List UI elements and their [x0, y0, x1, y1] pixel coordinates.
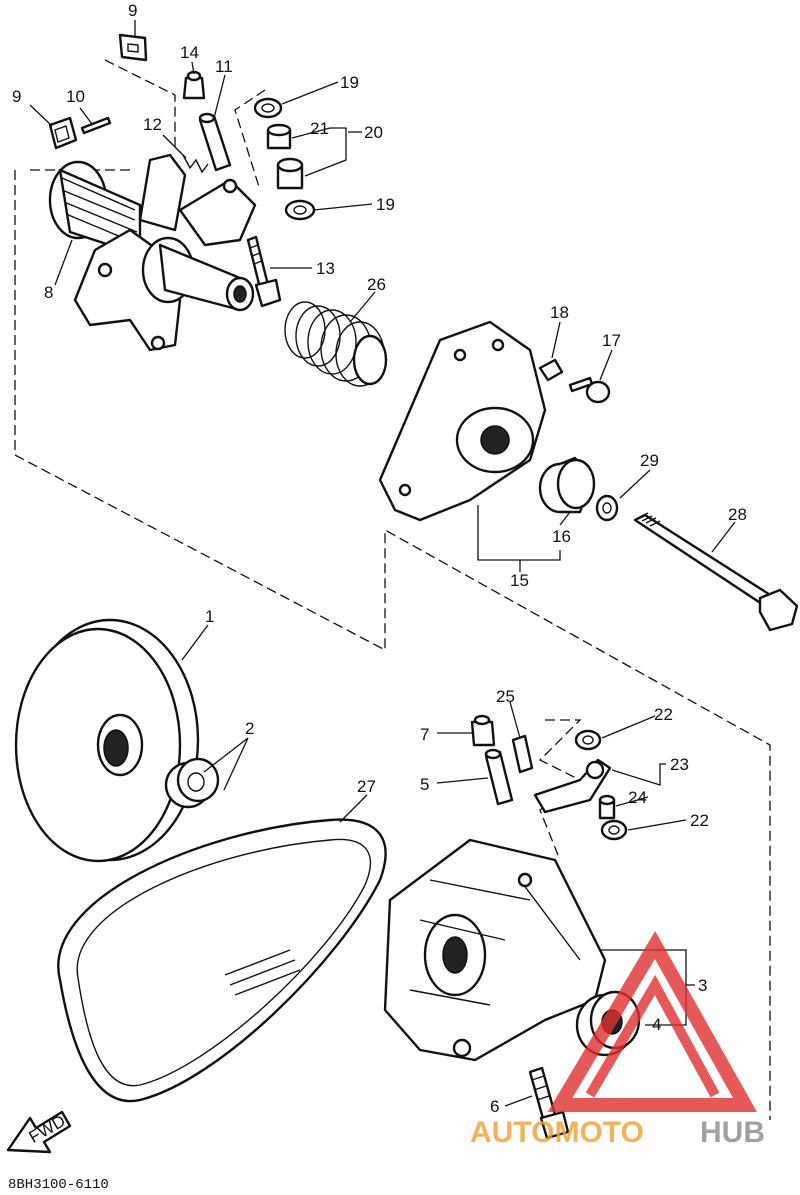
- spring-seat-plate-15: [378, 320, 547, 522]
- collar-21-upper: [266, 123, 292, 150]
- fwd-label: FWD: [26, 1111, 69, 1147]
- washer-29: [595, 494, 619, 522]
- callout-16: 16: [552, 527, 571, 546]
- leader-lines: [29, 20, 736, 1107]
- callout-5: 5: [420, 775, 429, 794]
- callout-26: 26: [367, 275, 386, 294]
- guide-pin-11: [198, 112, 232, 172]
- automotohub-watermark-logo: AUTOMOTO HUB: [470, 931, 765, 1149]
- callout-7: 7: [420, 725, 429, 744]
- forward-direction-arrow: FWD: [6, 1110, 72, 1154]
- secondary-fixed-sheave-8: [48, 153, 257, 352]
- callout-8: 8: [44, 283, 53, 302]
- callout-12: 12: [143, 115, 162, 134]
- callout-13: 13: [316, 259, 335, 278]
- callout-20: 20: [364, 123, 383, 142]
- callout-21: 21: [310, 119, 329, 138]
- callout-4: 4: [652, 1015, 661, 1034]
- callout-28: 28: [728, 505, 747, 524]
- callout-19-bottom: 19: [376, 195, 395, 214]
- callout-27: 27: [357, 777, 376, 796]
- collar-24: [598, 794, 616, 820]
- nut-18: [538, 358, 564, 382]
- grease-nipple-7: [470, 714, 496, 747]
- callout-11: 11: [215, 57, 233, 76]
- callout-10: 10: [66, 87, 85, 106]
- collar-21-lower: [276, 157, 304, 190]
- callout-25: 25: [496, 687, 515, 706]
- pin-25: [511, 734, 534, 774]
- watermark-text-hub: HUB: [700, 1116, 765, 1149]
- lever-23: [533, 758, 612, 814]
- grease-nipple-14: [182, 70, 206, 100]
- callout-labels: 9 9 10 14 11 12 19 21 20 19 13 8 26 18 1…: [12, 1, 747, 1116]
- oil-seal-19-top: [253, 97, 283, 119]
- collar-22-bottom: [600, 819, 628, 841]
- screw-17: [568, 376, 611, 404]
- callout-18: 18: [550, 303, 569, 322]
- callout-22-bottom: 22: [690, 811, 709, 830]
- diagram-code: 8BH3100-6110: [8, 1177, 109, 1193]
- callout-29: 29: [640, 451, 659, 470]
- pin-5: [484, 748, 514, 806]
- callout-3: 3: [698, 976, 707, 995]
- pin-10: [80, 116, 112, 135]
- callout-22-top: 22: [654, 705, 673, 724]
- bolt-6: [528, 1066, 570, 1140]
- callout-23: 23: [670, 755, 689, 774]
- bearing-16: [538, 456, 596, 514]
- slider-9-left: [48, 116, 78, 150]
- callout-2: 2: [245, 719, 254, 738]
- callout-6: 6: [490, 1097, 499, 1116]
- oil-seal-19-bottom: [284, 199, 316, 221]
- watermark-text-automoto: AUTOMOTO: [470, 1116, 644, 1149]
- spring-12: [182, 154, 209, 174]
- callout-15: 15: [510, 571, 529, 590]
- callout-9-left: 9: [12, 87, 21, 106]
- callout-17: 17: [602, 331, 621, 350]
- v-belt-27: [57, 818, 387, 1103]
- secondary-sheave-assembly-3: [383, 838, 607, 1062]
- callout-14: 14: [180, 43, 199, 62]
- sliding-sheave-1: [14, 618, 200, 863]
- callout-24: 24: [628, 788, 647, 807]
- shaft-bolt-28: [633, 512, 799, 632]
- slider-9-top: [118, 33, 148, 62]
- collar-22-top: [574, 729, 602, 751]
- bolt-13: [246, 235, 282, 308]
- callout-1: 1: [205, 607, 214, 626]
- callout-19-top: 19: [340, 73, 359, 92]
- callout-9-top: 9: [128, 1, 137, 20]
- compression-spring-26: [284, 301, 388, 387]
